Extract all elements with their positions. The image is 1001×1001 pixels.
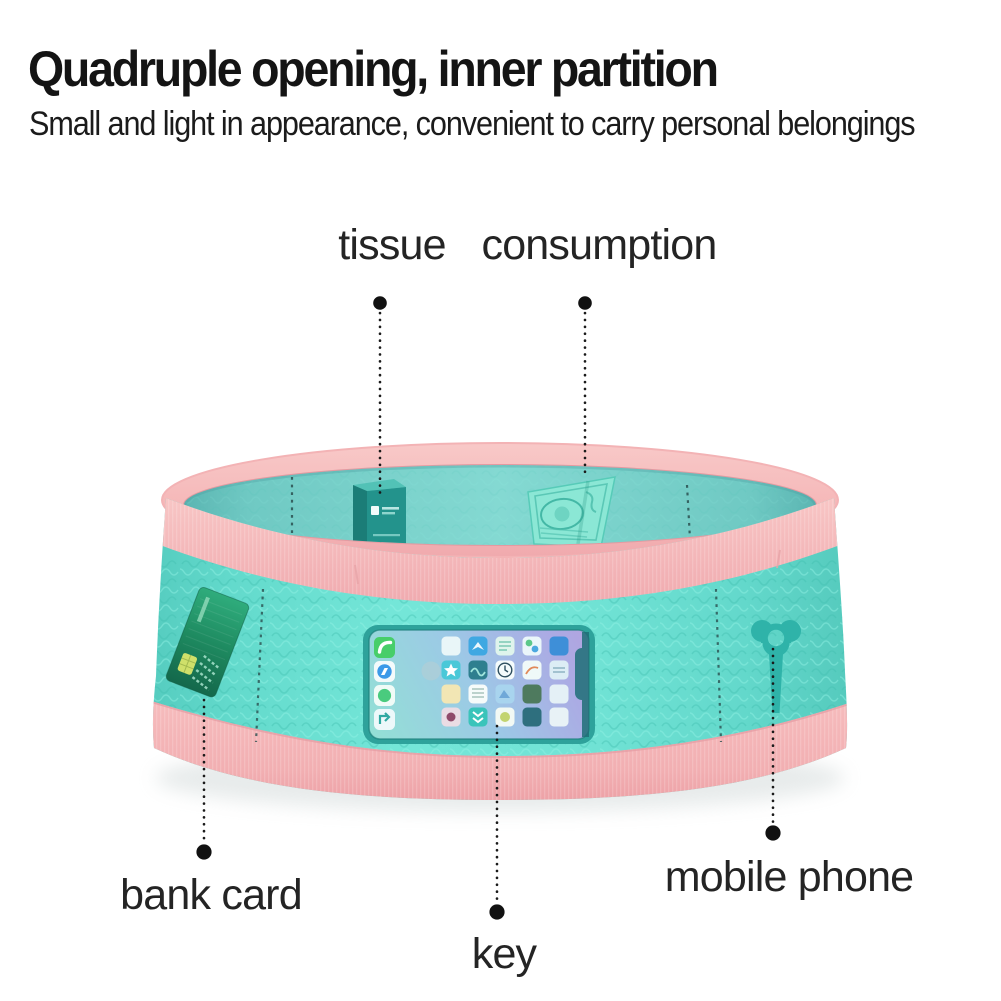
partition-line-right-interior [685,484,692,540]
tissue-pack [353,479,406,545]
belt-front [152,498,848,800]
callout-label-key: key [471,930,537,978]
tissue-connector-dot [373,296,387,310]
bank-card-connector-dot [196,844,212,860]
callout-label-mobile-phone: mobile phone [664,853,914,901]
page-subtitle: Small and light in appearance, convenien… [29,105,916,143]
callout-label-consumption: consumption [481,221,717,269]
smartphone [363,625,595,744]
callout-label-tissue: tissue [338,221,446,269]
phone-dock-icons [374,637,395,730]
page-title: Quadruple opening, inner partition [28,41,719,97]
key-connector-dot [489,904,505,920]
mobile-phone-connector-dot [765,825,781,841]
banknote [527,476,616,545]
key [751,620,801,713]
bank-card [165,586,250,698]
phone-app-grid [421,636,569,727]
consumption-connector-dot [578,296,592,310]
partition-line-left-front [254,588,265,743]
callout-label-bank-card: bank card [120,871,302,919]
belt-interior [184,465,816,545]
partition-line-right-front [714,588,723,743]
phone-notch [575,632,589,737]
